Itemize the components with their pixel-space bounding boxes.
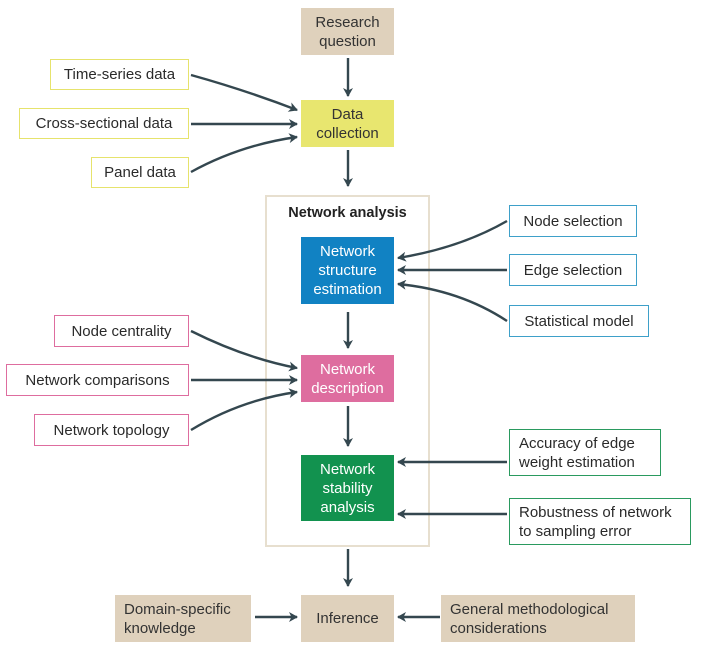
network-structure-estimation-box: Network structure estimation: [301, 237, 394, 304]
arrow-node-selection: [397, 219, 508, 262]
edge-selection-box: Edge selection: [509, 254, 637, 286]
inference-box: Inference: [301, 595, 394, 642]
data-collection-box: Data collection: [301, 100, 394, 147]
arrow-time-series: [190, 73, 298, 112]
statistical-model-box: Statistical model: [509, 305, 649, 337]
time-series-data-box: Time-series data: [50, 59, 189, 90]
arrow-node-centrality: [190, 329, 298, 372]
network-stability-analysis-box: Network stability analysis: [301, 455, 394, 521]
methodological-considerations-box: General methodological considerations: [441, 595, 635, 642]
panel-data-box: Panel data: [91, 157, 189, 188]
cross-sectional-data-box: Cross-sectional data: [19, 108, 189, 139]
domain-knowledge-box: Domain-specific knowledge: [115, 595, 251, 642]
sampling-error-robustness-box: Robustness of network to sampling error: [509, 498, 691, 545]
arrow-statistical-model: [397, 279, 508, 323]
network-comparisons-box: Network comparisons: [6, 364, 189, 396]
network-analysis-title: Network analysis: [288, 205, 407, 221]
research-question-box: Research question: [301, 8, 394, 55]
node-selection-box: Node selection: [509, 205, 637, 237]
network-description-box: Network description: [301, 355, 394, 402]
network-topology-box: Network topology: [34, 414, 189, 446]
edge-weight-accuracy-box: Accuracy of edge weight estimation: [509, 429, 661, 476]
node-centrality-box: Node centrality: [54, 315, 189, 347]
arrow-panel: [190, 133, 298, 174]
arrow-network-topology: [190, 388, 298, 432]
